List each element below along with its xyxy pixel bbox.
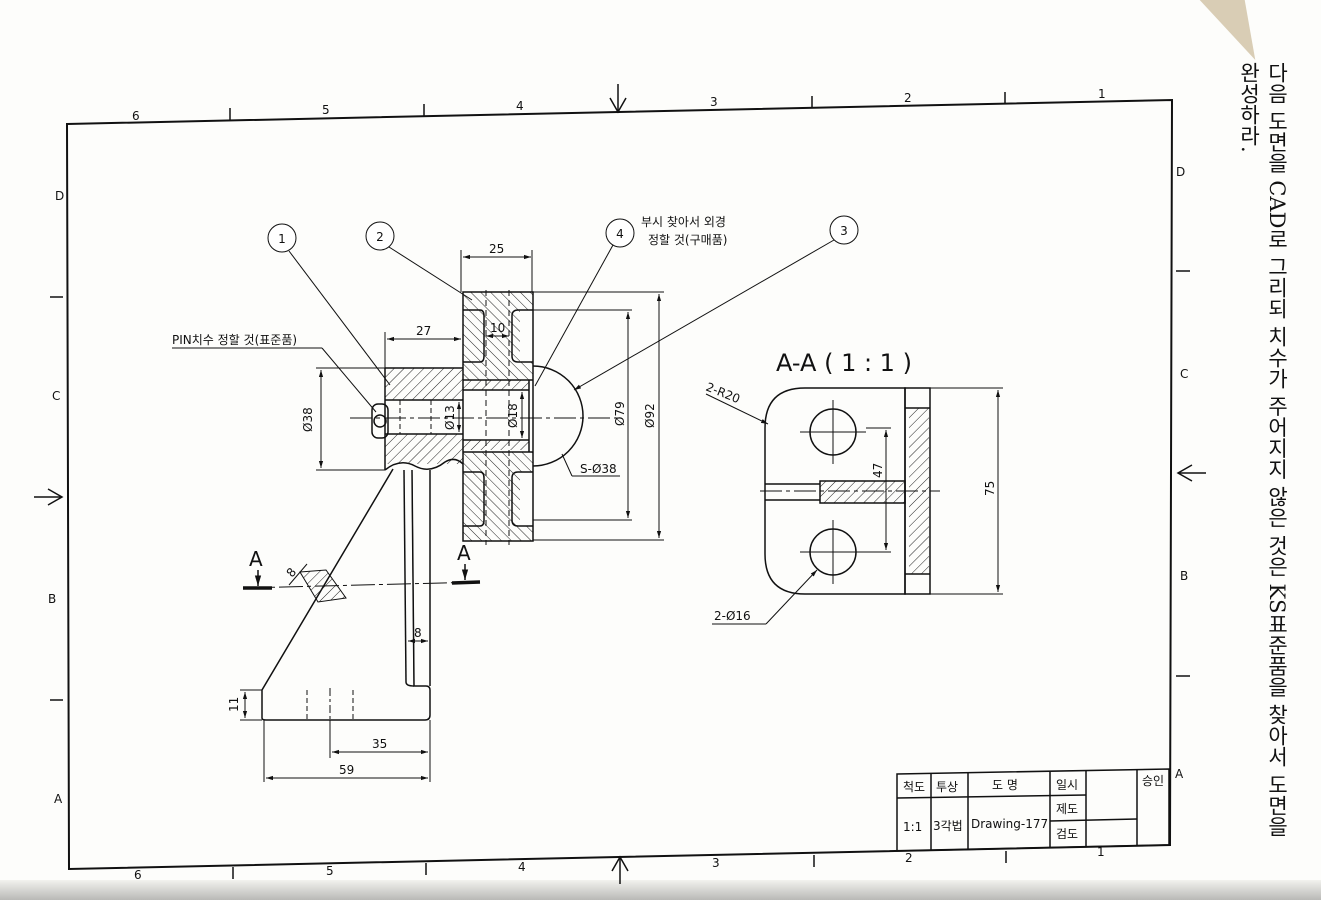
dim-79: Ø79 bbox=[613, 401, 627, 426]
zone-top-6: 6 bbox=[132, 109, 140, 123]
instruction-line-1: 다음 도면을 CAD로 그리되 치수가 주어지지 않은 것은 KS표준품을 찾아… bbox=[1265, 62, 1289, 837]
section-letter-left: A bbox=[249, 547, 263, 571]
zone-ticks bbox=[50, 92, 1190, 879]
zone-top-5: 5 bbox=[322, 103, 330, 117]
dim-59: 59 bbox=[339, 763, 354, 777]
dim-8-rib: 8 bbox=[414, 626, 422, 640]
dim-35: 35 bbox=[372, 737, 387, 751]
notes: PIN치수 정할 것(표준품) 부시 찾아서 외경 정할 것(구매품) bbox=[172, 215, 727, 347]
zone-labels: 6 5 4 3 2 1 6 5 4 3 2 1 D C B A D C B A bbox=[48, 87, 1188, 882]
tb-name-header: 도 명 bbox=[992, 778, 1018, 792]
dim-27: 27 bbox=[416, 324, 431, 338]
dim-13: Ø13 bbox=[443, 405, 457, 430]
tb-name: Drawing-177 bbox=[971, 817, 1048, 831]
note-pin: PIN치수 정할 것(표준품) bbox=[172, 333, 297, 347]
zone-right-B: B bbox=[1180, 569, 1188, 583]
section-letter-right: A bbox=[457, 541, 471, 565]
zone-top-2: 2 bbox=[904, 91, 912, 105]
zone-left-D: D bbox=[55, 189, 64, 203]
dim-holes: 2-Ø16 bbox=[714, 609, 751, 623]
balloon-numbers: 1 2 4 3 bbox=[278, 224, 848, 246]
drawing-border bbox=[65, 98, 1174, 871]
balloons bbox=[172, 215, 859, 413]
balloon-1: 1 bbox=[278, 232, 286, 246]
title-block bbox=[896, 768, 1170, 852]
dim-75: 75 bbox=[983, 481, 997, 496]
tb-date-header: 일시 bbox=[1056, 778, 1078, 792]
zone-right-A: A bbox=[1175, 767, 1184, 781]
dim-10: 10 bbox=[490, 321, 505, 335]
zone-bottom-3: 3 bbox=[712, 856, 720, 870]
tb-projection-header: 투상 bbox=[936, 780, 958, 794]
zone-top-1: 1 bbox=[1098, 87, 1106, 101]
note-bush-1: 부시 찾아서 외경 bbox=[641, 215, 726, 229]
dim-25: 25 bbox=[489, 242, 504, 256]
tb-checked: 검도 bbox=[1056, 827, 1078, 841]
tb-approval-header: 승인 bbox=[1142, 774, 1164, 788]
zone-right-C: C bbox=[1180, 367, 1188, 381]
zone-bottom-6: 6 bbox=[134, 868, 142, 882]
centering-marks bbox=[34, 84, 1206, 884]
balloon-2: 2 bbox=[376, 230, 384, 244]
section-markers: A A bbox=[249, 541, 471, 571]
scan-shadow bbox=[0, 880, 1321, 900]
title-block-text: 척도 투상 도 명 일시 승인 1:1 3각법 Drawing-177 제도 검… bbox=[903, 774, 1164, 841]
zone-top-4: 4 bbox=[516, 99, 524, 113]
dim-38: Ø38 bbox=[301, 407, 315, 432]
zone-left-C: C bbox=[52, 389, 60, 403]
dim-sphere: S-Ø38 bbox=[580, 462, 617, 476]
note-bush-2: 정할 것(구매품) bbox=[648, 233, 727, 247]
instruction-line-2: 완성하라. bbox=[1237, 62, 1261, 153]
dim-18: Ø18 bbox=[506, 403, 520, 428]
dim-11: 11 bbox=[227, 697, 241, 712]
zone-bottom-5: 5 bbox=[326, 864, 334, 878]
dim-8-section: 8 bbox=[284, 565, 300, 580]
tb-scale: 1:1 bbox=[903, 820, 922, 834]
section-view bbox=[760, 387, 940, 595]
tb-scale-header: 척도 bbox=[903, 780, 925, 794]
zone-left-A: A bbox=[54, 792, 63, 806]
main-dimension-labels: 25 27 10 Ø38 Ø13 Ø18 Ø79 Ø92 S-Ø38 8 8 1… bbox=[227, 242, 657, 777]
balloon-4: 4 bbox=[616, 227, 624, 241]
zone-bottom-1: 1 bbox=[1097, 845, 1105, 859]
dim-47: 47 bbox=[871, 463, 885, 478]
dim-92: Ø92 bbox=[643, 403, 657, 428]
tb-projection: 3각법 bbox=[933, 819, 963, 833]
main-view bbox=[242, 290, 620, 721]
tb-drafted: 제도 bbox=[1056, 802, 1078, 816]
zone-top-3: 3 bbox=[710, 95, 718, 109]
section-dimensions bbox=[705, 387, 1003, 625]
zone-bottom-2: 2 bbox=[905, 851, 913, 865]
zone-bottom-4: 4 bbox=[518, 860, 526, 874]
zone-right-D: D bbox=[1176, 165, 1185, 179]
zone-left-B: B bbox=[48, 592, 56, 606]
section-title: A-A ( 1 : 1 ) bbox=[776, 349, 912, 377]
main-dimensions bbox=[240, 250, 664, 782]
balloon-3: 3 bbox=[840, 224, 848, 238]
